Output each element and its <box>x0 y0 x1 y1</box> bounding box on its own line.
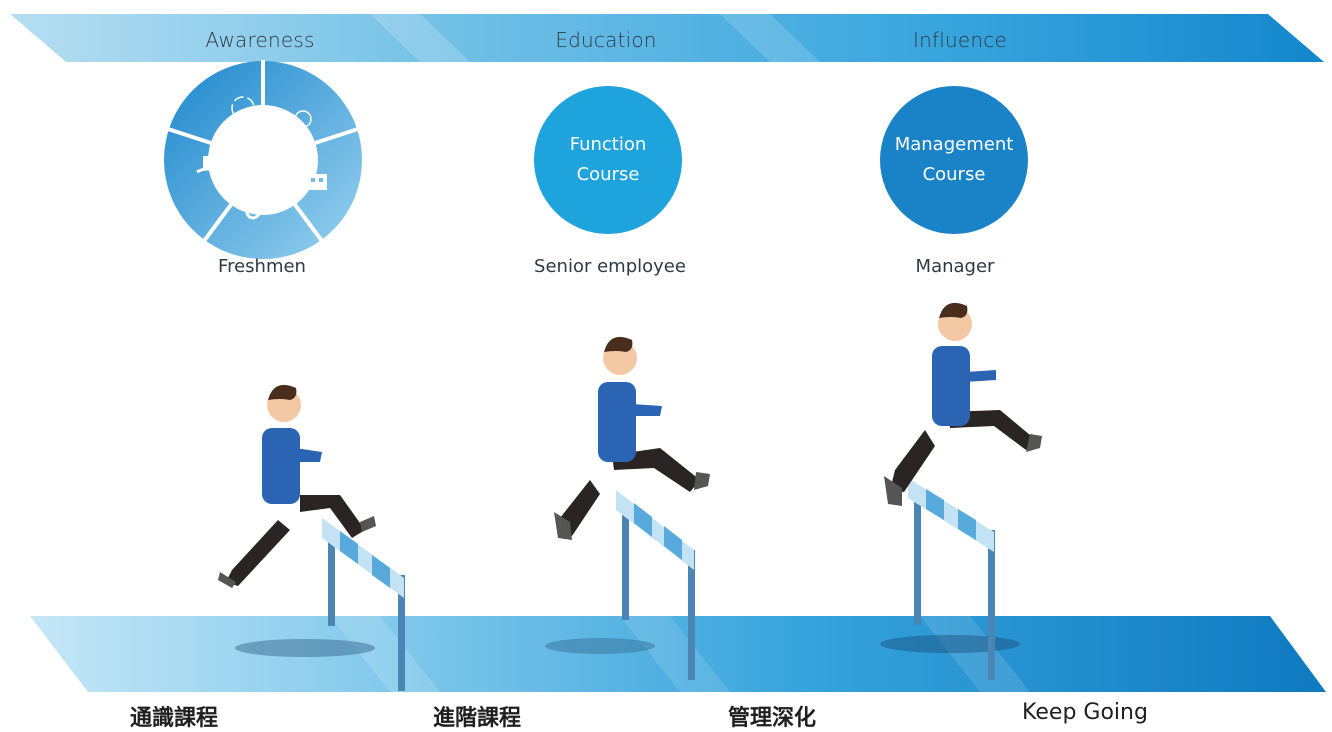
hand-house-icon <box>196 156 220 174</box>
floor-background <box>30 616 1326 692</box>
stage-label-influence: Influence <box>913 28 1007 52</box>
runner-1 <box>218 384 376 588</box>
shadow-1 <box>235 639 375 657</box>
shadow-3 <box>880 635 1020 653</box>
role-senior-employee: Senior employee <box>534 256 686 277</box>
bottom-label-keep-going: Keep Going <box>1022 700 1148 725</box>
lightbulb-icon <box>294 110 312 132</box>
building-icon <box>307 174 327 190</box>
function-course-label: Function Course <box>570 130 647 190</box>
banner-divider-2 <box>720 14 820 62</box>
banner-background <box>10 14 1324 62</box>
floor-track <box>30 616 1326 692</box>
runner-2 <box>554 336 710 540</box>
function-course-circle <box>534 86 682 234</box>
cycle-center <box>215 112 311 208</box>
hurdle-2 <box>616 490 695 680</box>
management-course-line2: Course <box>922 164 986 185</box>
stage-banner <box>10 14 1324 62</box>
bottom-label-advanced-course: 進階課程 <box>432 706 522 731</box>
bottom-label-management: 管理深化 <box>727 706 817 731</box>
function-course-line2: Course <box>576 164 640 185</box>
management-course-label: Management Course <box>895 130 1014 190</box>
role-manager: Manager <box>915 256 995 277</box>
hurdle-3 <box>908 478 995 680</box>
gears-icon <box>245 199 274 220</box>
management-course-circle <box>880 86 1028 234</box>
role-freshmen: Freshmen <box>218 256 306 277</box>
recycle-icon <box>231 96 255 120</box>
shadow-2 <box>545 638 655 654</box>
awareness-cycle <box>164 60 362 259</box>
cycle-separators <box>167 60 359 243</box>
stage-label-awareness: Awareness <box>205 28 315 52</box>
function-course-line1: Function <box>569 134 647 155</box>
banner-divider-1 <box>370 14 470 62</box>
runner-3 <box>884 302 1042 506</box>
management-course-line1: Management <box>894 134 1014 155</box>
hurdle-1 <box>322 518 405 691</box>
stage-label-education: Education <box>555 28 657 52</box>
bottom-label-general-course: 通識課程 <box>129 706 219 731</box>
